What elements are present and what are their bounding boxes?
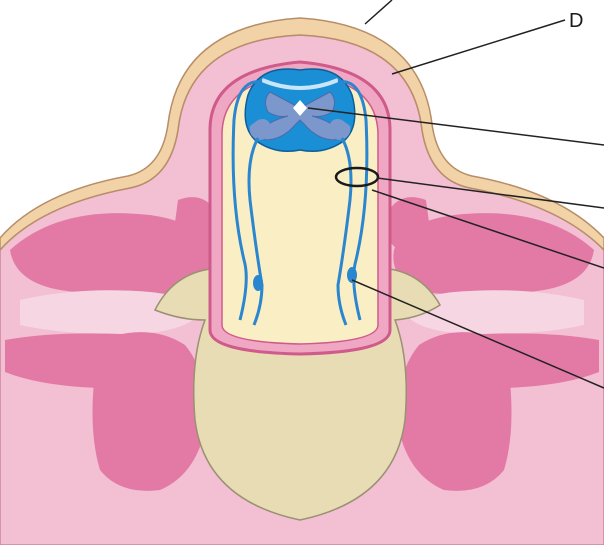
leader-line-dura (392, 20, 565, 74)
label-dura: D (569, 10, 583, 32)
muscle-right-deep (398, 332, 511, 491)
muscle-left-deep (93, 332, 206, 491)
nerve-ganglion-left (253, 275, 263, 291)
leader-line-skin (365, 0, 392, 24)
